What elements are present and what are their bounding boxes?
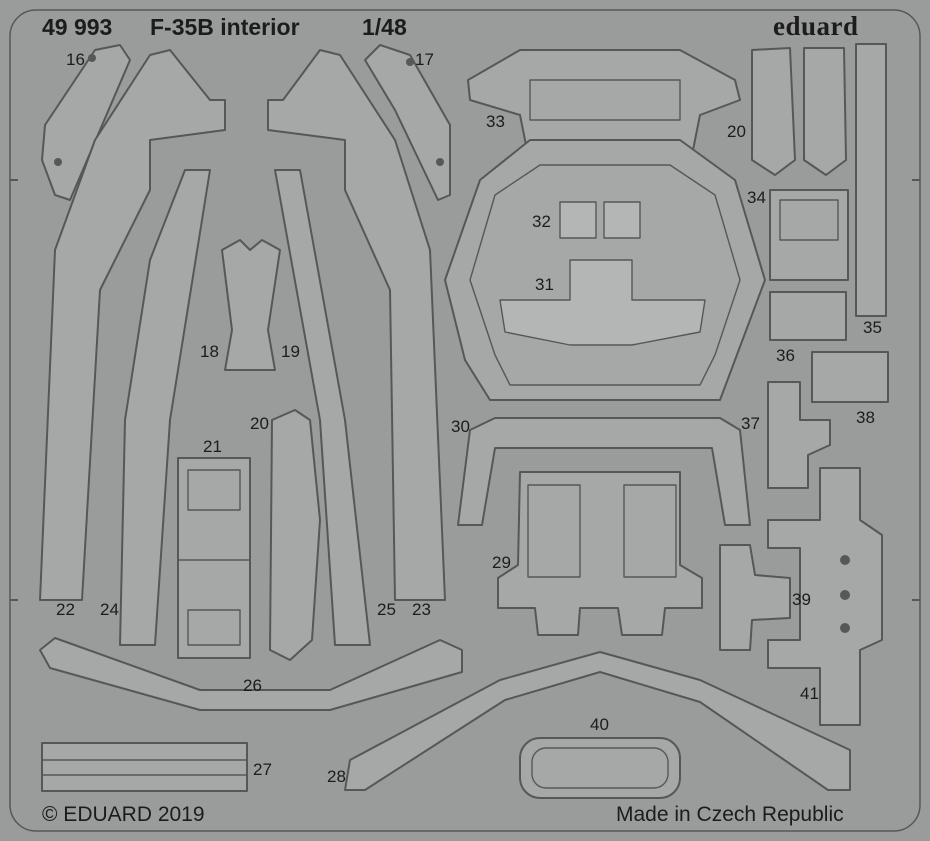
part-21-window-bottom bbox=[187, 609, 241, 646]
part-34 bbox=[769, 189, 849, 281]
part-label-26: 26 bbox=[243, 676, 262, 695]
part-38 bbox=[811, 351, 889, 403]
part-28 bbox=[344, 651, 851, 791]
part-21-window-top bbox=[187, 469, 241, 511]
part-label-22: 22 bbox=[56, 600, 75, 619]
part-33-grille bbox=[529, 79, 681, 121]
part-label-27: 27 bbox=[253, 760, 272, 779]
part-30 bbox=[457, 417, 751, 526]
part-36 bbox=[769, 291, 847, 341]
part-label-23: 23 bbox=[412, 600, 431, 619]
part-label-31: 31 bbox=[535, 275, 554, 294]
part-label-35: 35 bbox=[863, 318, 882, 337]
catalog-number: 49 993 bbox=[42, 14, 113, 40]
part-34-panel bbox=[779, 199, 839, 241]
part-label-18: 18 bbox=[200, 342, 219, 361]
cockpit-inner-line bbox=[469, 164, 741, 386]
part-label-34: 34 bbox=[747, 188, 766, 207]
part-40 bbox=[519, 737, 681, 799]
kit-title: F-35B interior bbox=[150, 14, 300, 40]
part-label-33: 33 bbox=[486, 112, 505, 131]
part-16 bbox=[41, 44, 131, 201]
part-29-panel-left bbox=[527, 484, 581, 578]
part-label-24: 24 bbox=[100, 600, 119, 619]
copyright-notice: © EDUARD 2019 bbox=[42, 803, 205, 826]
part-label-30: 30 bbox=[451, 417, 470, 436]
part-21 bbox=[177, 457, 251, 659]
part-label-39: 39 bbox=[792, 590, 811, 609]
part-20-right-a bbox=[751, 47, 796, 176]
part-29-panel-right bbox=[623, 484, 677, 578]
origin-notice: Made in Czech Republic bbox=[616, 803, 844, 826]
part-label-20-right: 20 bbox=[727, 122, 746, 141]
part-37 bbox=[767, 381, 831, 489]
part-26 bbox=[39, 637, 463, 711]
part-label-21: 21 bbox=[203, 437, 222, 456]
fret-frame bbox=[9, 9, 921, 832]
part-33 bbox=[467, 49, 741, 166]
part-label-17: 17 bbox=[415, 50, 434, 69]
brand-logo: eduard bbox=[773, 11, 859, 41]
part-20-center bbox=[269, 409, 321, 661]
part-35 bbox=[855, 43, 887, 317]
part-label-37: 37 bbox=[741, 414, 760, 433]
part-label-16: 16 bbox=[66, 50, 85, 69]
part-31 bbox=[499, 259, 706, 346]
part-23 bbox=[267, 49, 446, 601]
part-label-36: 36 bbox=[776, 346, 795, 365]
part-label-38: 38 bbox=[856, 408, 875, 427]
part-24 bbox=[119, 169, 211, 646]
part-32a bbox=[559, 201, 597, 239]
part-label-41: 41 bbox=[800, 684, 819, 703]
part-20-right-b bbox=[803, 47, 847, 176]
part-label-20-center: 20 bbox=[250, 414, 269, 433]
part-label-28: 28 bbox=[327, 767, 346, 786]
part-27 bbox=[41, 742, 248, 792]
part-32b bbox=[603, 201, 641, 239]
kit-scale: 1/48 bbox=[362, 14, 407, 40]
part-29 bbox=[497, 471, 703, 636]
part-41 bbox=[767, 467, 883, 726]
part-label-40: 40 bbox=[590, 715, 609, 734]
part-40-inner bbox=[531, 747, 669, 789]
part-label-19: 19 bbox=[281, 342, 300, 361]
rivet-dots bbox=[54, 54, 850, 633]
part-label-32: 32 bbox=[532, 212, 551, 231]
part-25 bbox=[274, 169, 371, 646]
fret-tabs bbox=[10, 179, 920, 601]
part-label-25: 25 bbox=[377, 600, 396, 619]
part-22 bbox=[39, 49, 226, 601]
part-18-19 bbox=[221, 239, 281, 371]
part-39 bbox=[719, 544, 791, 651]
part-17 bbox=[364, 44, 451, 201]
part-label-29: 29 bbox=[492, 553, 511, 572]
